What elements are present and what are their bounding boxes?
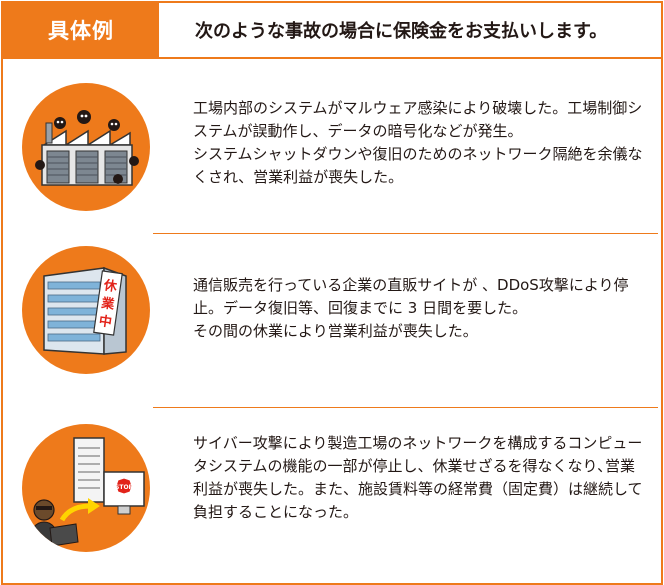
stop-sign-label: STOP: [115, 484, 134, 491]
case-factory-text: 工場内部のシステムがマルウェア感染により破壊した。工場制御システムが誤動作し、デ…: [193, 99, 643, 186]
case-ddos: 休 業 中 通信販売を行っている企業の直販サイトが 、DDoS攻撃により停止。デ…: [3, 234, 661, 409]
building-illustration: 休 業 中: [43, 266, 127, 355]
case-network-stop-text: サイバー攻撃により製造工場のネットワークを構成するコンピュータシステムの機能の一…: [193, 434, 643, 521]
header-description: 次のような事故の場合に保険金をお支払いします。: [195, 21, 608, 42]
header-label: 具体例: [3, 3, 159, 57]
sign-char-1: 休: [102, 277, 119, 295]
panel-header: 具体例 次のような事故の場合に保険金をお支払いします。: [3, 3, 661, 59]
divider-2: [153, 407, 658, 408]
closed-building-icon: 休 業 中: [22, 246, 150, 374]
case-network-stop: STOP サイバー攻撃により製造工場のネットワークを構成するコンピュータシステム…: [3, 408, 661, 583]
factory-illustration: [35, 110, 139, 186]
factory-malware-icon: [22, 83, 150, 211]
case-ddos-text: 通信販売を行っている企業の直販サイトが 、DDoS攻撃により停止。データ復旧等、…: [193, 276, 629, 340]
hacker-illustration: STOP: [27, 437, 145, 547]
hacker-stop-icon: STOP: [22, 424, 150, 552]
case-factory: 工場内部のシステムがマルウェア感染により破壊した。工場制御システムが誤動作し、デ…: [3, 57, 661, 232]
divider-1: [153, 233, 658, 234]
sign-char-3: 中: [98, 313, 113, 331]
sign-char-2: 業: [99, 295, 116, 313]
